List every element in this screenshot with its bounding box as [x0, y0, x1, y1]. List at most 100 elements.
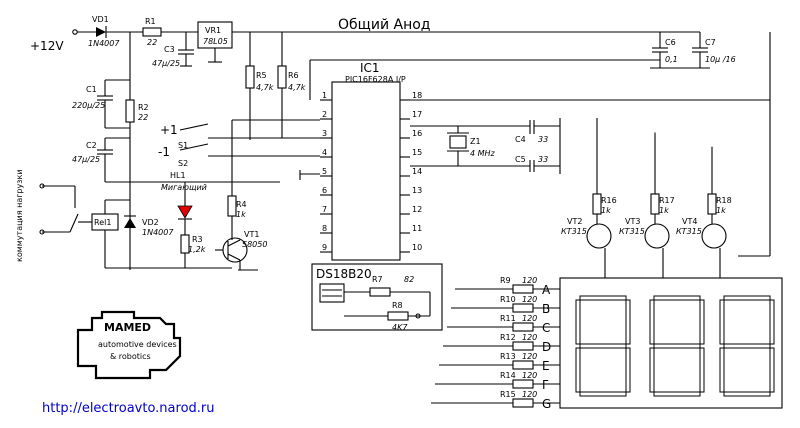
ic1-pin-label: 13 [412, 186, 422, 195]
svg-text:10µ /16: 10µ /16 [705, 55, 736, 64]
svg-text:VT3: VT3 [625, 217, 640, 226]
svg-text:R1: R1 [145, 17, 156, 26]
svg-text:S8050: S8050 [242, 240, 267, 249]
svg-text:VT1: VT1 [244, 230, 259, 239]
resistor-r17 [650, 193, 660, 215]
svg-text:120: 120 [522, 371, 537, 380]
ic1-pin-label: 17 [412, 110, 422, 119]
ic1-pin-label: 10 [412, 243, 422, 252]
svg-text:R3: R3 [192, 235, 203, 244]
input-filter: C1 220µ/25 R2 22 C2 47µ/25 [72, 32, 280, 270]
ic1-pin-label: 1 [322, 91, 327, 100]
power-section: +12V VD1 1N4007 R1 22 VR1 78L05 [30, 15, 736, 140]
svg-text:-1: -1 [158, 145, 170, 159]
resistor-r12 [512, 341, 534, 351]
capacitor-c7: C7 10µ /16 [692, 32, 736, 68]
logo-name: MAMED [104, 321, 151, 334]
svg-text:R12: R12 [500, 333, 516, 342]
regulator-vr1: VR1 78L05 [197, 21, 233, 63]
capacitor-c6: C6 0,1 [652, 32, 678, 68]
svg-text:S2: S2 [178, 159, 188, 168]
ic1-pin-label: 9 [322, 243, 327, 252]
ic1-pin-label: 4 [322, 148, 327, 157]
svg-text:4,7k: 4,7k [256, 83, 274, 92]
transistor-vt3 [644, 223, 670, 249]
svg-text:R10: R10 [500, 295, 516, 304]
digit-1 [575, 295, 631, 397]
svg-text:120: 120 [522, 314, 537, 323]
svg-text:120: 120 [522, 390, 537, 399]
ic1-pin-label: 5 [322, 167, 327, 176]
svg-text:КТ315: КТ315 [561, 227, 587, 236]
svg-text:КТ315: КТ315 [676, 227, 702, 236]
resistor-r11 [512, 322, 534, 332]
svg-text:4K7: 4K7 [392, 323, 408, 332]
mamed-logo: MAMED automotive devices & robotics [76, 310, 182, 380]
schematic-title: Общий Анод [338, 17, 430, 33]
resistor-r10 [512, 303, 534, 313]
svg-text:VD2: VD2 [142, 218, 159, 227]
svg-text:VR1: VR1 [205, 26, 221, 35]
svg-text:1k: 1k [716, 206, 726, 215]
sensor-ds18b20: DS18B20 R7 82 R8 4K7 [311, 263, 443, 332]
svg-text:DS18B20: DS18B20 [316, 267, 372, 281]
svg-text:C7: C7 [705, 38, 716, 47]
crystal-z1: Z1 4 MHz C4 33 C5 33 [410, 118, 561, 174]
ic1-pin-label: 6 [322, 186, 327, 195]
svg-text:120: 120 [522, 352, 537, 361]
svg-text:R9: R9 [500, 276, 511, 285]
svg-text:C2: C2 [86, 141, 97, 150]
svg-text:82: 82 [404, 275, 414, 284]
segment-label-f: F [542, 378, 549, 392]
svg-text:4,7k: 4,7k [288, 83, 306, 92]
resistor-r18 [707, 193, 717, 215]
svg-text:R14: R14 [500, 371, 516, 380]
svg-text:120: 120 [522, 276, 537, 285]
svg-text:R7: R7 [372, 275, 383, 284]
svg-text:4 MHz: 4 MHz [470, 149, 496, 158]
resistor-r1: R1 22 [142, 17, 162, 47]
svg-text:Мигающий: Мигающий [161, 183, 207, 192]
svg-text:R18: R18 [716, 196, 732, 205]
svg-text:R6: R6 [288, 71, 299, 80]
svg-text:33: 33 [538, 155, 548, 164]
segment-label-c: C [542, 321, 550, 335]
logo-line2: & robotics [110, 352, 151, 361]
resistor-r9 [512, 284, 534, 294]
transistor-vt4 [701, 223, 727, 249]
relay-section: коммутация нагрузки Rel1 VD2 1N4007 HL1 … [15, 119, 320, 271]
led-hl1: HL1 Мигающий [161, 171, 207, 235]
svg-text:220µ/25: 220µ/25 [72, 101, 105, 110]
ic1-pin-label: 7 [322, 205, 327, 214]
ic1-pin-label: 18 [412, 91, 422, 100]
svg-text:PIC16F628A I/P: PIC16F628A I/P [345, 75, 406, 84]
svg-text:22: 22 [147, 38, 157, 47]
svg-text:1k: 1k [601, 206, 611, 215]
ic1-pin-label: 16 [412, 129, 422, 138]
svg-text:120: 120 [522, 295, 537, 304]
ic1-pin-label: 14 [412, 167, 422, 176]
svg-text:Z1: Z1 [470, 137, 481, 146]
svg-text:S1: S1 [178, 141, 188, 150]
svg-text:R5: R5 [256, 71, 267, 80]
svg-text:120: 120 [522, 333, 537, 342]
supply-label: +12V [30, 39, 64, 53]
svg-text:КТ315: КТ315 [619, 227, 645, 236]
ic1-pin-label: 15 [412, 148, 422, 157]
switch-s1-s2: +1 -1 S1 S2 [158, 123, 320, 168]
svg-text:VT2: VT2 [567, 217, 582, 226]
svg-text:33: 33 [538, 135, 548, 144]
site-link[interactable]: http://electroavto.narod.ru [42, 401, 215, 416]
digit-2 [649, 295, 705, 397]
svg-text:R16: R16 [601, 196, 617, 205]
ic1-pin-label: 11 [412, 224, 422, 233]
svg-text:78L05: 78L05 [203, 37, 228, 46]
ic1-pin-label: 12 [412, 205, 422, 214]
